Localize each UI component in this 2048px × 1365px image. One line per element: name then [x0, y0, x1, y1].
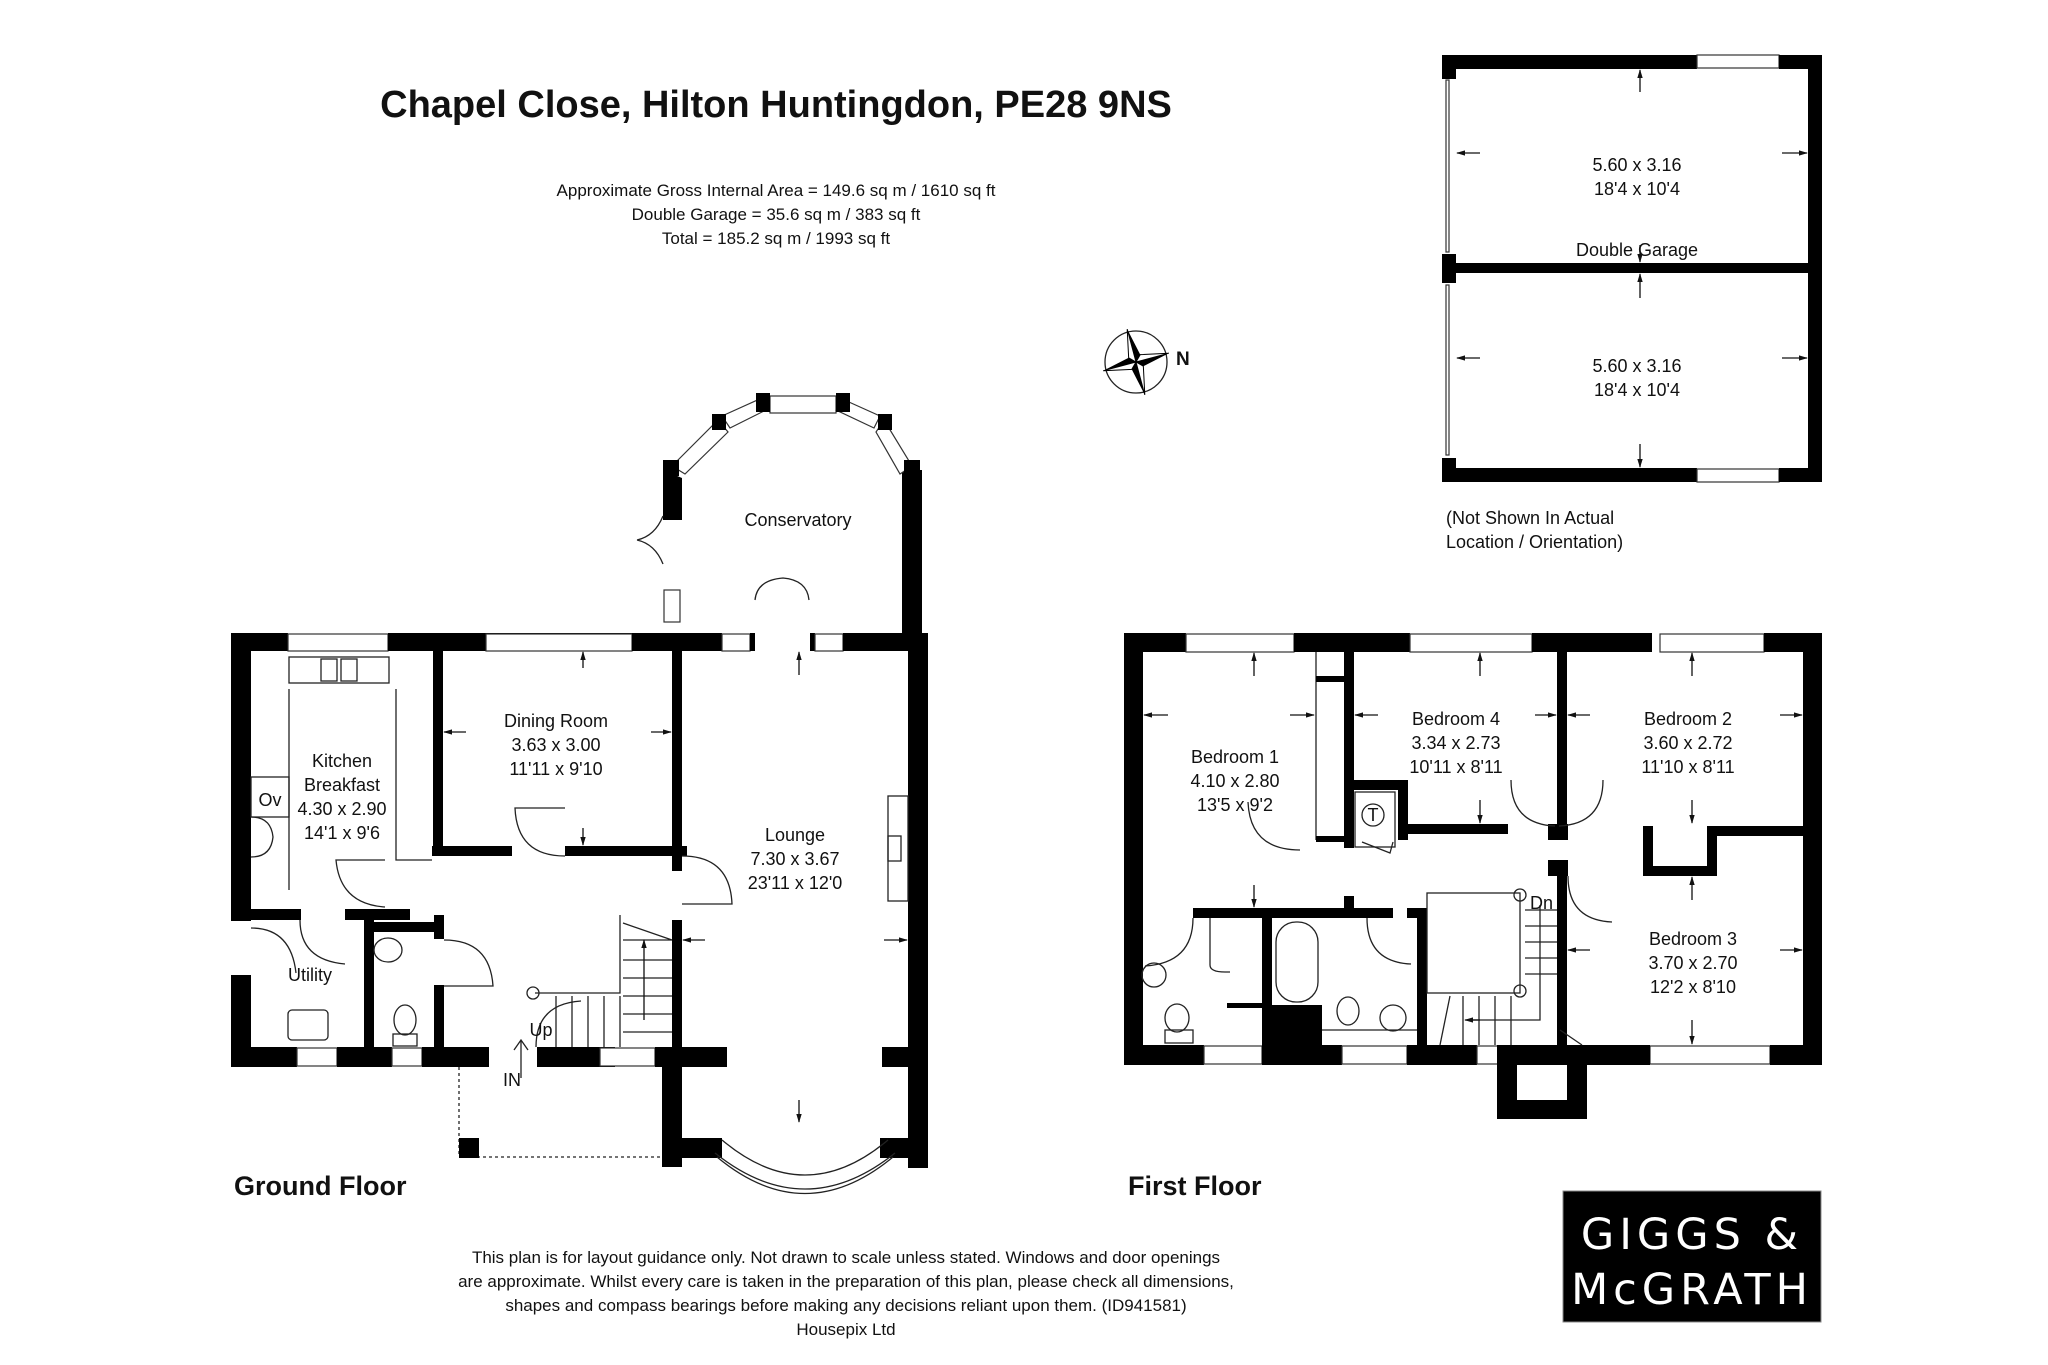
oven-label: Ov — [258, 790, 281, 810]
garage-area-line: Double Garage = 35.6 sq m / 383 sq ft — [632, 205, 921, 224]
garage-note-line-1: (Not Shown In Actual — [1446, 508, 1614, 528]
bedroom-3-imperial: 12'2 x 8'10 — [1650, 977, 1736, 997]
double-garage-plan — [1442, 54, 1822, 483]
stairs-up-label: Up — [529, 1020, 552, 1040]
garage-label: Double Garage — [1576, 240, 1698, 260]
ground-floor-label: Ground Floor — [234, 1171, 407, 1201]
header: Chapel Close, Hilton Huntingdon, PE28 9N… — [380, 84, 1172, 248]
bedroom-2-metric: 3.60 x 2.72 — [1643, 733, 1732, 753]
agency-logo: GIGGS & McGRATH — [1562, 1190, 1822, 1323]
bedroom-4-imperial: 10'11 x 8'11 — [1409, 757, 1502, 777]
lounge-name: Lounge — [765, 825, 825, 845]
disclaimer-line-3: shapes and compass bearings before makin… — [505, 1296, 1186, 1315]
bedroom-1-imperial: 13'5 x 9'2 — [1197, 795, 1273, 815]
garage-bay-1-imperial: 18'4 x 10'4 — [1594, 179, 1680, 199]
garage-bay-2-imperial: 18'4 x 10'4 — [1594, 380, 1680, 400]
gross-area-line: Approximate Gross Internal Area = 149.6 … — [557, 181, 996, 200]
total-area-line: Total = 185.2 sq m / 1993 sq ft — [662, 229, 890, 248]
bedroom-3-name: Bedroom 3 — [1649, 929, 1737, 949]
conservatory-name: Conservatory — [744, 510, 851, 530]
disclaimer-line-2: are approximate. Whilst every care is ta… — [458, 1272, 1234, 1291]
logo-line-2: McGRATH — [1571, 1265, 1813, 1315]
disclaimer-line-1: This plan is for layout guidance only. N… — [472, 1248, 1220, 1267]
kitchen-metric: 4.30 x 2.90 — [297, 799, 386, 819]
garage-bay-2-metric: 5.60 x 3.16 — [1592, 356, 1681, 376]
stairs-down-label: Dn — [1530, 893, 1553, 913]
bedroom-4-metric: 3.34 x 2.73 — [1411, 733, 1500, 753]
entrance-label: IN — [503, 1070, 521, 1090]
dining-room-imperial: 11'11 x 9'10 — [509, 759, 602, 779]
garage-bay-1-metric: 5.60 x 3.16 — [1592, 155, 1681, 175]
first-floor-label: First Floor — [1128, 1171, 1262, 1201]
compass-north-label: N — [1176, 349, 1190, 370]
dining-room-name: Dining Room — [504, 711, 608, 731]
bedroom-2-name: Bedroom 2 — [1644, 709, 1732, 729]
utility-name: Utility — [288, 965, 332, 985]
bedroom-3-metric: 3.70 x 2.70 — [1648, 953, 1737, 973]
kitchen-name-line-1: Kitchen — [312, 751, 372, 771]
lounge-imperial: 23'11 x 12'0 — [748, 873, 843, 893]
lounge-metric: 7.30 x 3.67 — [750, 849, 839, 869]
bedroom-1-name: Bedroom 1 — [1191, 747, 1279, 767]
dining-room-metric: 3.63 x 3.00 — [511, 735, 600, 755]
kitchen-imperial: 14'1 x 9'6 — [304, 823, 380, 843]
logo-line-1: GIGGS & — [1581, 1210, 1803, 1260]
bedroom-4-name: Bedroom 4 — [1412, 709, 1500, 729]
kitchen-name-line-2: Breakfast — [304, 775, 380, 795]
disclaimer-credit: Housepix Ltd — [796, 1320, 895, 1339]
first-floor-plan — [1124, 633, 1822, 1119]
garage-note-line-2: Location / Orientation) — [1446, 532, 1623, 552]
disclaimer: This plan is for layout guidance only. N… — [458, 1248, 1234, 1339]
bedroom-2-imperial: 11'10 x 8'11 — [1641, 757, 1734, 777]
page-title: Chapel Close, Hilton Huntingdon, PE28 9N… — [380, 84, 1172, 126]
compass-rose-icon — [1103, 329, 1169, 395]
bedroom-1-metric: 4.10 x 2.80 — [1190, 771, 1279, 791]
tank-cupboard-label: T — [1368, 805, 1379, 825]
ground-floor-plan — [231, 393, 928, 1194]
